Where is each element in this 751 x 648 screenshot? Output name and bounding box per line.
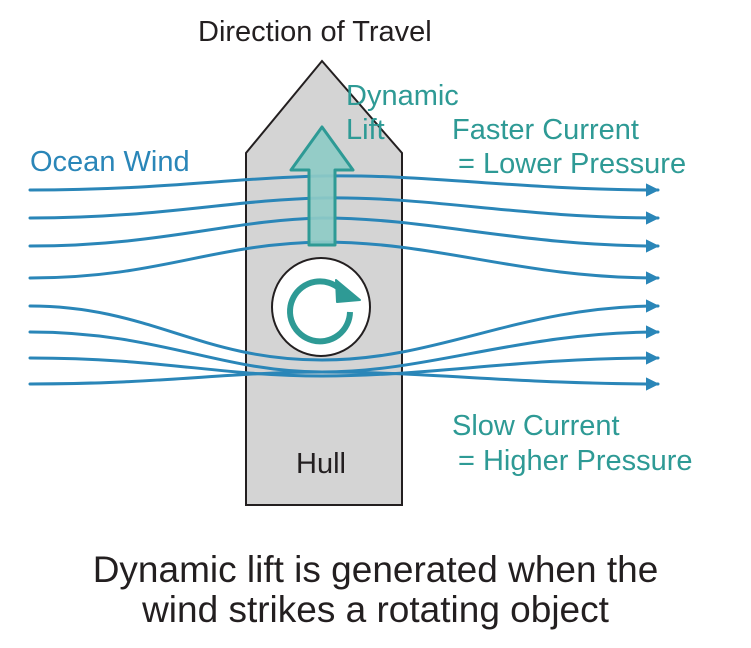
higher-pressure-label: = Higher Pressure bbox=[458, 445, 693, 477]
arrow-up-icon bbox=[289, 125, 355, 247]
streamline bbox=[28, 370, 660, 391]
faster-current-label: Faster Current bbox=[452, 114, 639, 146]
direction-of-travel-label: Direction of Travel bbox=[198, 16, 432, 48]
streamline bbox=[28, 299, 660, 362]
lower-pressure-label: = Lower Pressure bbox=[458, 148, 687, 180]
caption-line2: wind strikes a rotating object bbox=[142, 589, 609, 630]
clockwise-rotation-icon bbox=[287, 278, 361, 345]
ocean-wind-label: Ocean Wind bbox=[30, 146, 190, 178]
caption-line1: Dynamic lift is generated when the bbox=[92, 549, 659, 590]
dynamic-lift-label-line2: Lift bbox=[346, 114, 385, 146]
rotating-cylinder bbox=[271, 257, 371, 357]
slow-current-label: Slow Current bbox=[452, 410, 620, 442]
streamline bbox=[28, 351, 660, 378]
dynamic-lift-label-line1: Dynamic bbox=[346, 80, 459, 112]
hull-label: Hull bbox=[296, 448, 346, 480]
